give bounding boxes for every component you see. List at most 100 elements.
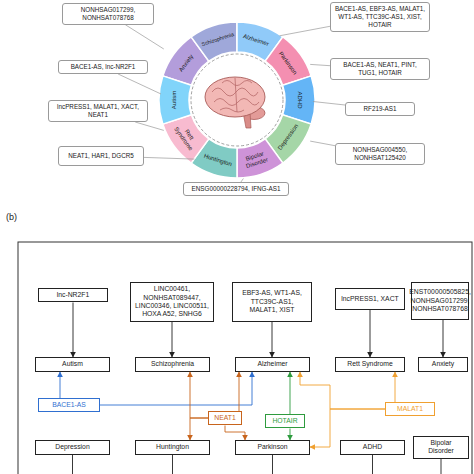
relation-arrow bbox=[310, 409, 385, 447]
relation-arrow bbox=[225, 426, 245, 441]
leader-line bbox=[118, 74, 161, 94]
node-text: Huntington bbox=[203, 152, 233, 167]
node-text: Depression bbox=[55, 443, 89, 451]
disease-segment: Autism bbox=[161, 80, 187, 120]
leader-line bbox=[313, 102, 345, 106]
node-text: lnc-NR2F1 bbox=[57, 291, 89, 299]
node-text: MALAT1 bbox=[397, 405, 423, 413]
disease-segment: Schizophrenia bbox=[194, 22, 240, 59]
node-text: Alzheimer bbox=[243, 33, 270, 48]
relation-arrow bbox=[190, 418, 208, 440]
node-text: NEAT1, HAR1, DGCR5 bbox=[68, 152, 134, 160]
node-text: Alzheimer bbox=[257, 360, 287, 368]
leader-line bbox=[280, 26, 331, 36]
process-box: lncPRESS1, XACT bbox=[335, 288, 405, 310]
down-line bbox=[372, 455, 373, 474]
process-box: Schizophrenia bbox=[135, 357, 210, 372]
lncrna-box: lncPRESS1, MALAT1, XACT, NEAT1 bbox=[48, 100, 148, 122]
node-text: Bipolar Disorder bbox=[417, 439, 465, 456]
relation-arrow bbox=[290, 429, 291, 441]
node-text: Rett Syndrome bbox=[347, 360, 392, 368]
relation-arrow bbox=[443, 320, 444, 357]
process-box: Autism bbox=[35, 357, 110, 372]
relation-arrow bbox=[73, 303, 74, 358]
process-box: Depression bbox=[35, 440, 110, 455]
relation-arrow bbox=[395, 372, 396, 402]
node-text: ADHD bbox=[297, 91, 304, 108]
relation-arrow bbox=[290, 372, 291, 414]
relation-arrow bbox=[190, 372, 208, 418]
lncrna-box: NONHSAG004550, NONHSAT125420 bbox=[335, 143, 425, 165]
process-box: Huntington bbox=[135, 440, 210, 455]
node-text: EBF3-AS, WT1-AS, TTC39C-AS1, MALAT1, XIS… bbox=[236, 289, 308, 314]
process-box: Alzheimer bbox=[235, 357, 310, 372]
disease-segment: ADHD bbox=[287, 80, 313, 120]
down-line bbox=[441, 458, 442, 474]
node-text: ENST00000505825, NONHSAG017299, NONHSAT0… bbox=[409, 288, 471, 313]
node-text: BACE1-AS bbox=[52, 401, 86, 409]
node-text: NEAT1 bbox=[214, 414, 235, 422]
process-box: Rett Syndrome bbox=[335, 357, 405, 372]
leader-line bbox=[310, 141, 335, 146]
node-text: Schizophrenia bbox=[151, 360, 194, 368]
relation-arrow bbox=[172, 322, 173, 357]
node-text: BACE1-AS, EBF3-AS, MALAT1, WT1-AS, TTC39… bbox=[334, 5, 426, 29]
lncrna-box: BACE1-AS, EBF3-AS, MALAT1, WT1-AS, TTC39… bbox=[330, 2, 430, 32]
shared-lncrna-box: HOTAIR bbox=[265, 414, 305, 428]
relation-arrow bbox=[60, 372, 61, 398]
disease-segment: Alzheimer bbox=[233, 22, 279, 59]
node-text: Parkinson bbox=[277, 50, 298, 75]
node-text: NONHSAG017299, NONHSAT078768 bbox=[66, 6, 150, 22]
disease-segment: Bipolar Disorder bbox=[233, 141, 279, 178]
relation-arrow bbox=[100, 372, 252, 405]
lncrna-box: RF219-AS1 bbox=[345, 102, 415, 116]
process-box: EBF3-AS, WT1-AS, TTC39C-AS1, MALAT1, XIS… bbox=[232, 282, 312, 322]
leader-line bbox=[144, 157, 195, 159]
node-text: BACE1-AS, NEAT1, PINT, TUG1, HOTAIR bbox=[334, 61, 426, 77]
shared-lncrna-box: BACE1-AS bbox=[38, 398, 100, 412]
node-text: LINC00461, NONHSAT089447, LINC00346, LIN… bbox=[134, 285, 210, 319]
lncrna-box: BACE1-AS, NEAT1, PINT, TUG1, HOTAIR bbox=[330, 58, 430, 80]
down-arrows bbox=[73, 455, 442, 474]
lncrna-box: NONHSAG017299, NONHSAT078768 bbox=[62, 3, 154, 25]
relation-arrow bbox=[272, 322, 273, 357]
process-box: Anxiety bbox=[418, 357, 468, 372]
process-box: ENST00000505825, NONHSAG017299, NONHSAT0… bbox=[411, 282, 469, 320]
leader-line bbox=[241, 179, 244, 183]
node-text: RF219-AS1 bbox=[364, 105, 397, 113]
shared-lncrna-box: NEAT1 bbox=[208, 411, 242, 425]
node-text: Depression bbox=[276, 123, 299, 151]
node-text: ENSG00000228794, IFNG-AS1 bbox=[192, 185, 281, 193]
process-box: ADHD bbox=[340, 440, 405, 455]
leader-line bbox=[125, 25, 164, 49]
node-text: Huntington bbox=[156, 443, 189, 451]
node-text: Anxiety bbox=[432, 360, 454, 368]
node-text: BACE1-AS, lnc-NR2F1 bbox=[71, 63, 136, 71]
brain-gyri bbox=[212, 78, 259, 112]
leader-line bbox=[135, 122, 164, 130]
node-text: Bipolar Disorder bbox=[235, 147, 277, 172]
disease-segment: Parkinson bbox=[266, 39, 311, 87]
leader-line bbox=[310, 64, 330, 65]
disease-segment: Depression bbox=[266, 113, 311, 161]
down-line bbox=[272, 455, 273, 474]
down-line bbox=[72, 455, 73, 474]
node-text: Rett Syndrome bbox=[169, 117, 203, 157]
process-box: LINC00461, NONHSAT089447, LINC00346, LIN… bbox=[130, 282, 214, 322]
disease-segment: Rett Syndrome bbox=[164, 113, 209, 161]
panel-label: (b) bbox=[6, 212, 17, 222]
node-text: NONHSAG004550, NONHSAT125420 bbox=[339, 146, 421, 162]
process-box: Bipolar Disorder bbox=[413, 436, 469, 459]
node-text: HOTAIR bbox=[272, 417, 297, 425]
relation-arrow bbox=[300, 372, 385, 409]
brain-disc bbox=[191, 54, 283, 146]
down-line bbox=[172, 455, 173, 474]
node-text: Schizophrenia bbox=[201, 32, 235, 48]
brain-cortex bbox=[205, 77, 265, 117]
panel-b-frame bbox=[18, 242, 472, 474]
wheel-segment bbox=[159, 76, 191, 124]
node-text: ADHD bbox=[363, 443, 382, 451]
relation-arrow bbox=[239, 372, 240, 411]
